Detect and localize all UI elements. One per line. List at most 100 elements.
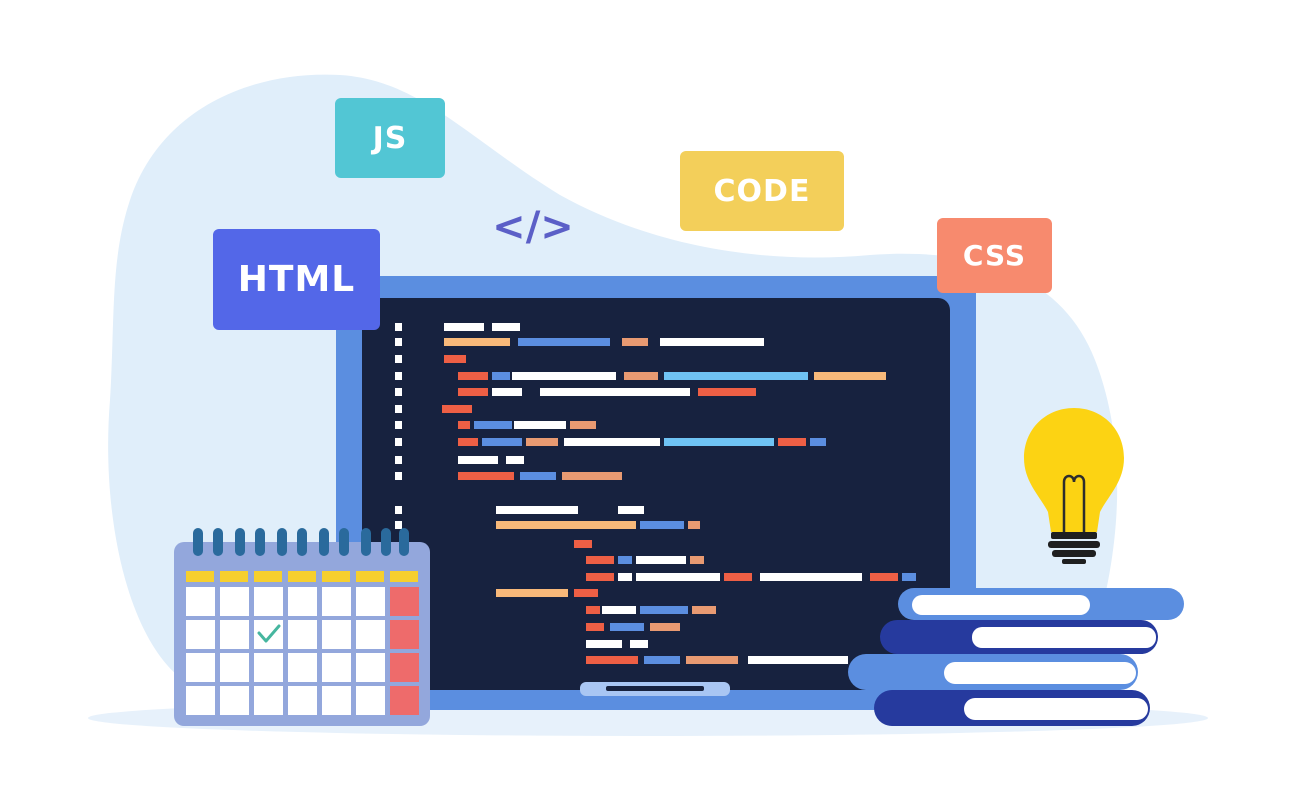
checkmark-icon [257,624,281,643]
code-line-segment [526,438,558,446]
code-line-segment [644,656,680,664]
code-line-segment [664,372,808,380]
code-lines [395,323,916,664]
code-line-segment [458,472,514,480]
code-line-segment [686,656,738,664]
code-line-segment [458,372,488,380]
calendar-ring [255,528,265,556]
line-marker [395,372,402,380]
code-line-segment [458,388,488,396]
calendar-ring [193,528,203,556]
line-marker [395,456,402,464]
code-line-segment [690,556,704,564]
laptop-icon [336,276,976,710]
calendar-day-cell [186,620,215,649]
calendar-day-cell [356,686,385,715]
code-line-segment [650,623,680,631]
code-line-segment [458,438,478,446]
code-line-segment [870,573,898,581]
code-line-segment [574,540,592,548]
code-line-segment [514,421,566,429]
code-line-segment [660,338,764,346]
code-line-segment [570,421,596,429]
code-tag: CODE [680,151,844,231]
code-line-segment [482,438,522,446]
code-line-segment [664,438,774,446]
calendar-ring [339,528,349,556]
html-tag: HTML [213,229,380,330]
code-line-segment [618,556,632,564]
calendar-day-cell [288,686,317,715]
calendar-day-cell [220,653,249,682]
code-line-segment [748,656,848,664]
calendar-header-cell [322,571,350,582]
calendar-ring [235,528,245,556]
js-tag-label: JS [372,120,408,156]
code-line-segment [610,623,644,631]
code-line-segment [586,556,614,564]
lightbulb-icon [1024,408,1124,564]
code-symbol-label: </> [492,204,574,250]
calendar-day-cell [186,653,215,682]
calendar-day-cell [322,620,351,649]
calendar-day-cell [322,587,351,616]
code-line-segment [618,573,632,581]
code-line-segment [564,438,660,446]
code-line-segment [442,405,472,413]
code-line-segment [622,338,648,346]
calendar-header-cell [288,571,316,582]
line-marker [395,421,402,429]
calendar-day-cell [356,620,385,649]
code-line-segment [496,589,568,597]
code-line-segment [618,506,644,514]
code-line-segment [492,323,520,331]
line-marker [395,323,402,331]
code-tag-label: CODE [713,173,811,209]
calendar-day-cell [322,686,351,715]
calendar-day-cell [288,653,317,682]
code-line-segment [586,623,604,631]
calendar-weekend-cell [390,620,419,649]
code-line-segment [778,438,806,446]
code-line-segment [444,323,484,331]
line-marker [395,388,402,396]
code-line-segment [814,372,886,380]
code-line-segment [636,573,720,581]
js-tag: JS [335,98,445,178]
code-line-segment [624,372,658,380]
line-marker [395,338,402,346]
calendar-ring [319,528,329,556]
code-line-segment [586,573,614,581]
calendar-header-cell [390,571,418,582]
code-line-segment [810,438,826,446]
calendar-day-cell [288,587,317,616]
code-line-segment [492,372,510,380]
line-marker [395,438,402,446]
code-line-segment [458,421,470,429]
css-tag: CSS [937,218,1052,293]
calendar-day-cell [356,653,385,682]
calendar-header-cell [186,571,214,582]
code-line-segment [474,421,512,429]
calendar-header-cell [220,571,248,582]
code-line-segment [512,372,616,380]
calendar-ring [399,528,409,556]
html-tag-label: HTML [237,259,356,300]
calendar-ring [361,528,371,556]
calendar-ring [213,528,223,556]
calendar-day-cell [220,587,249,616]
calendar-icon [174,528,430,726]
code-line-segment [520,472,556,480]
code-line-segment [586,640,622,648]
calendar-day-cell [186,686,215,715]
calendar-day-cell [356,587,385,616]
line-marker [395,521,402,529]
code-line-segment [492,388,522,396]
calendar-weekend-cell [390,686,419,715]
calendar-ring [297,528,307,556]
line-marker [395,472,402,480]
calendar-day-cell [254,686,283,715]
code-line-segment [574,589,598,597]
code-line-segment [496,521,636,529]
